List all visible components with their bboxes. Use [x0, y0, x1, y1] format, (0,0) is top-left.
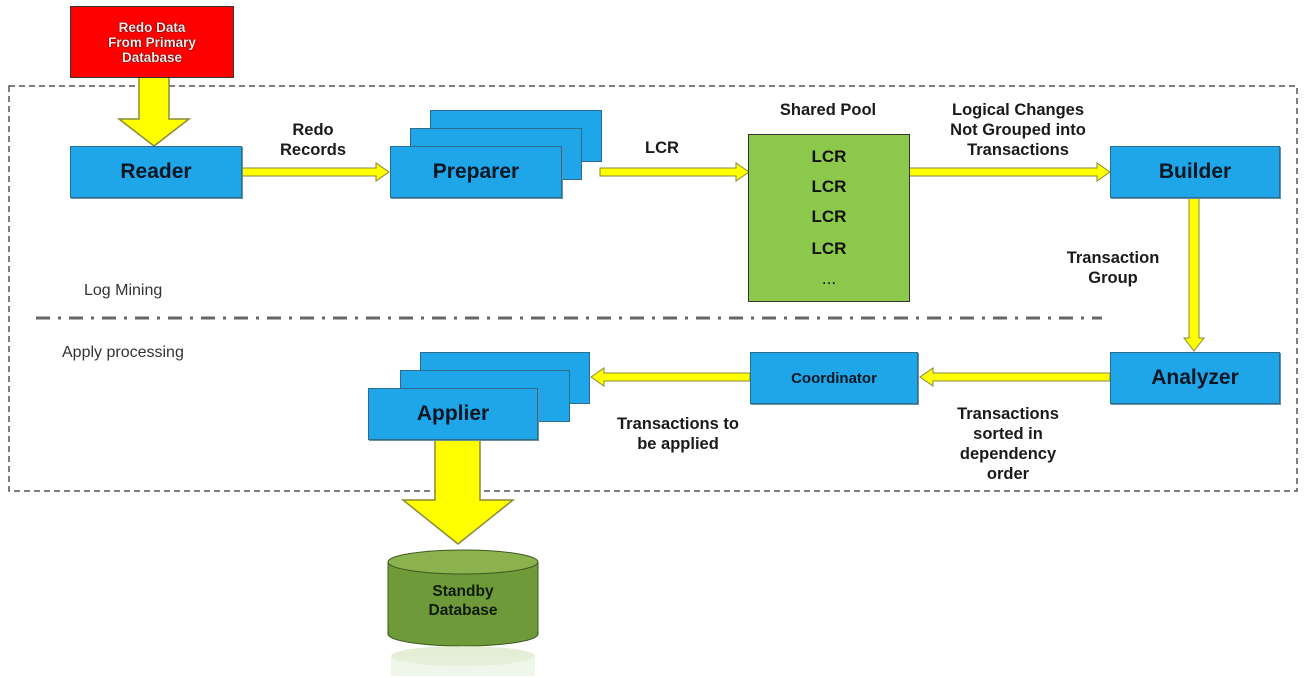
- pool-item: LCR: [811, 177, 847, 196]
- arrow-applier-to-standby: [400, 437, 516, 545]
- preparer-box: Preparer: [390, 146, 562, 198]
- analyzer-box: Analyzer: [1110, 352, 1280, 404]
- arrow-coordinator-to-applier: [590, 367, 751, 387]
- shared-pool-box: LCR LCR LCR LCR ...: [748, 134, 910, 302]
- primary-redo-source: Redo Data From Primary Database: [70, 6, 234, 78]
- applier-label: Applier: [416, 402, 490, 425]
- arrow-preparer-to-pool: [599, 162, 750, 182]
- standby-database-cylinder: [387, 549, 539, 676]
- pool-item: LCR: [811, 239, 847, 258]
- replication-boundary: [8, 85, 1298, 492]
- arrow-builder-to-analyzer: [1182, 197, 1206, 352]
- transactions-sorted-label: Transactions sorted in dependency order: [957, 405, 1059, 483]
- logical-changes-label: Logical Changes Not Grouped into Transac…: [950, 101, 1086, 159]
- pool-item: LCR: [811, 207, 847, 226]
- preparer-label: Preparer: [432, 160, 520, 183]
- arrow-reader-to-preparer: [241, 162, 390, 182]
- lcr-edge-label: LCR: [645, 139, 679, 157]
- applier-box: Applier: [368, 388, 538, 440]
- analyzer-label: Analyzer: [1151, 366, 1239, 389]
- builder-box: Builder: [1110, 146, 1280, 198]
- shared-pool-title: Shared Pool: [779, 101, 877, 119]
- log-mining-section-label: Log Mining: [84, 282, 163, 299]
- reader-label: Reader: [120, 160, 192, 183]
- builder-label: Builder: [1158, 160, 1232, 183]
- pool-item: LCR: [811, 147, 847, 166]
- redo-records-label: Redo Records: [279, 121, 347, 159]
- reader-box: Reader: [70, 146, 242, 198]
- standby-database-label: Standby Database: [428, 583, 498, 619]
- arrow-source-to-reader: [116, 76, 192, 147]
- arrow-pool-to-builder: [908, 162, 1111, 182]
- coordinator-box: Coordinator: [750, 352, 918, 404]
- pool-item: ...: [821, 269, 837, 288]
- apply-processing-section-label: Apply processing: [62, 344, 184, 361]
- transaction-group-label: Transaction Group: [1066, 249, 1160, 287]
- transactions-applied-label: Transactions to be applied: [617, 415, 739, 453]
- coordinator-label: Coordinator: [791, 369, 877, 387]
- primary-redo-source-label: Redo Data From Primary Database: [108, 19, 196, 65]
- arrow-analyzer-to-coordinator: [919, 367, 1111, 387]
